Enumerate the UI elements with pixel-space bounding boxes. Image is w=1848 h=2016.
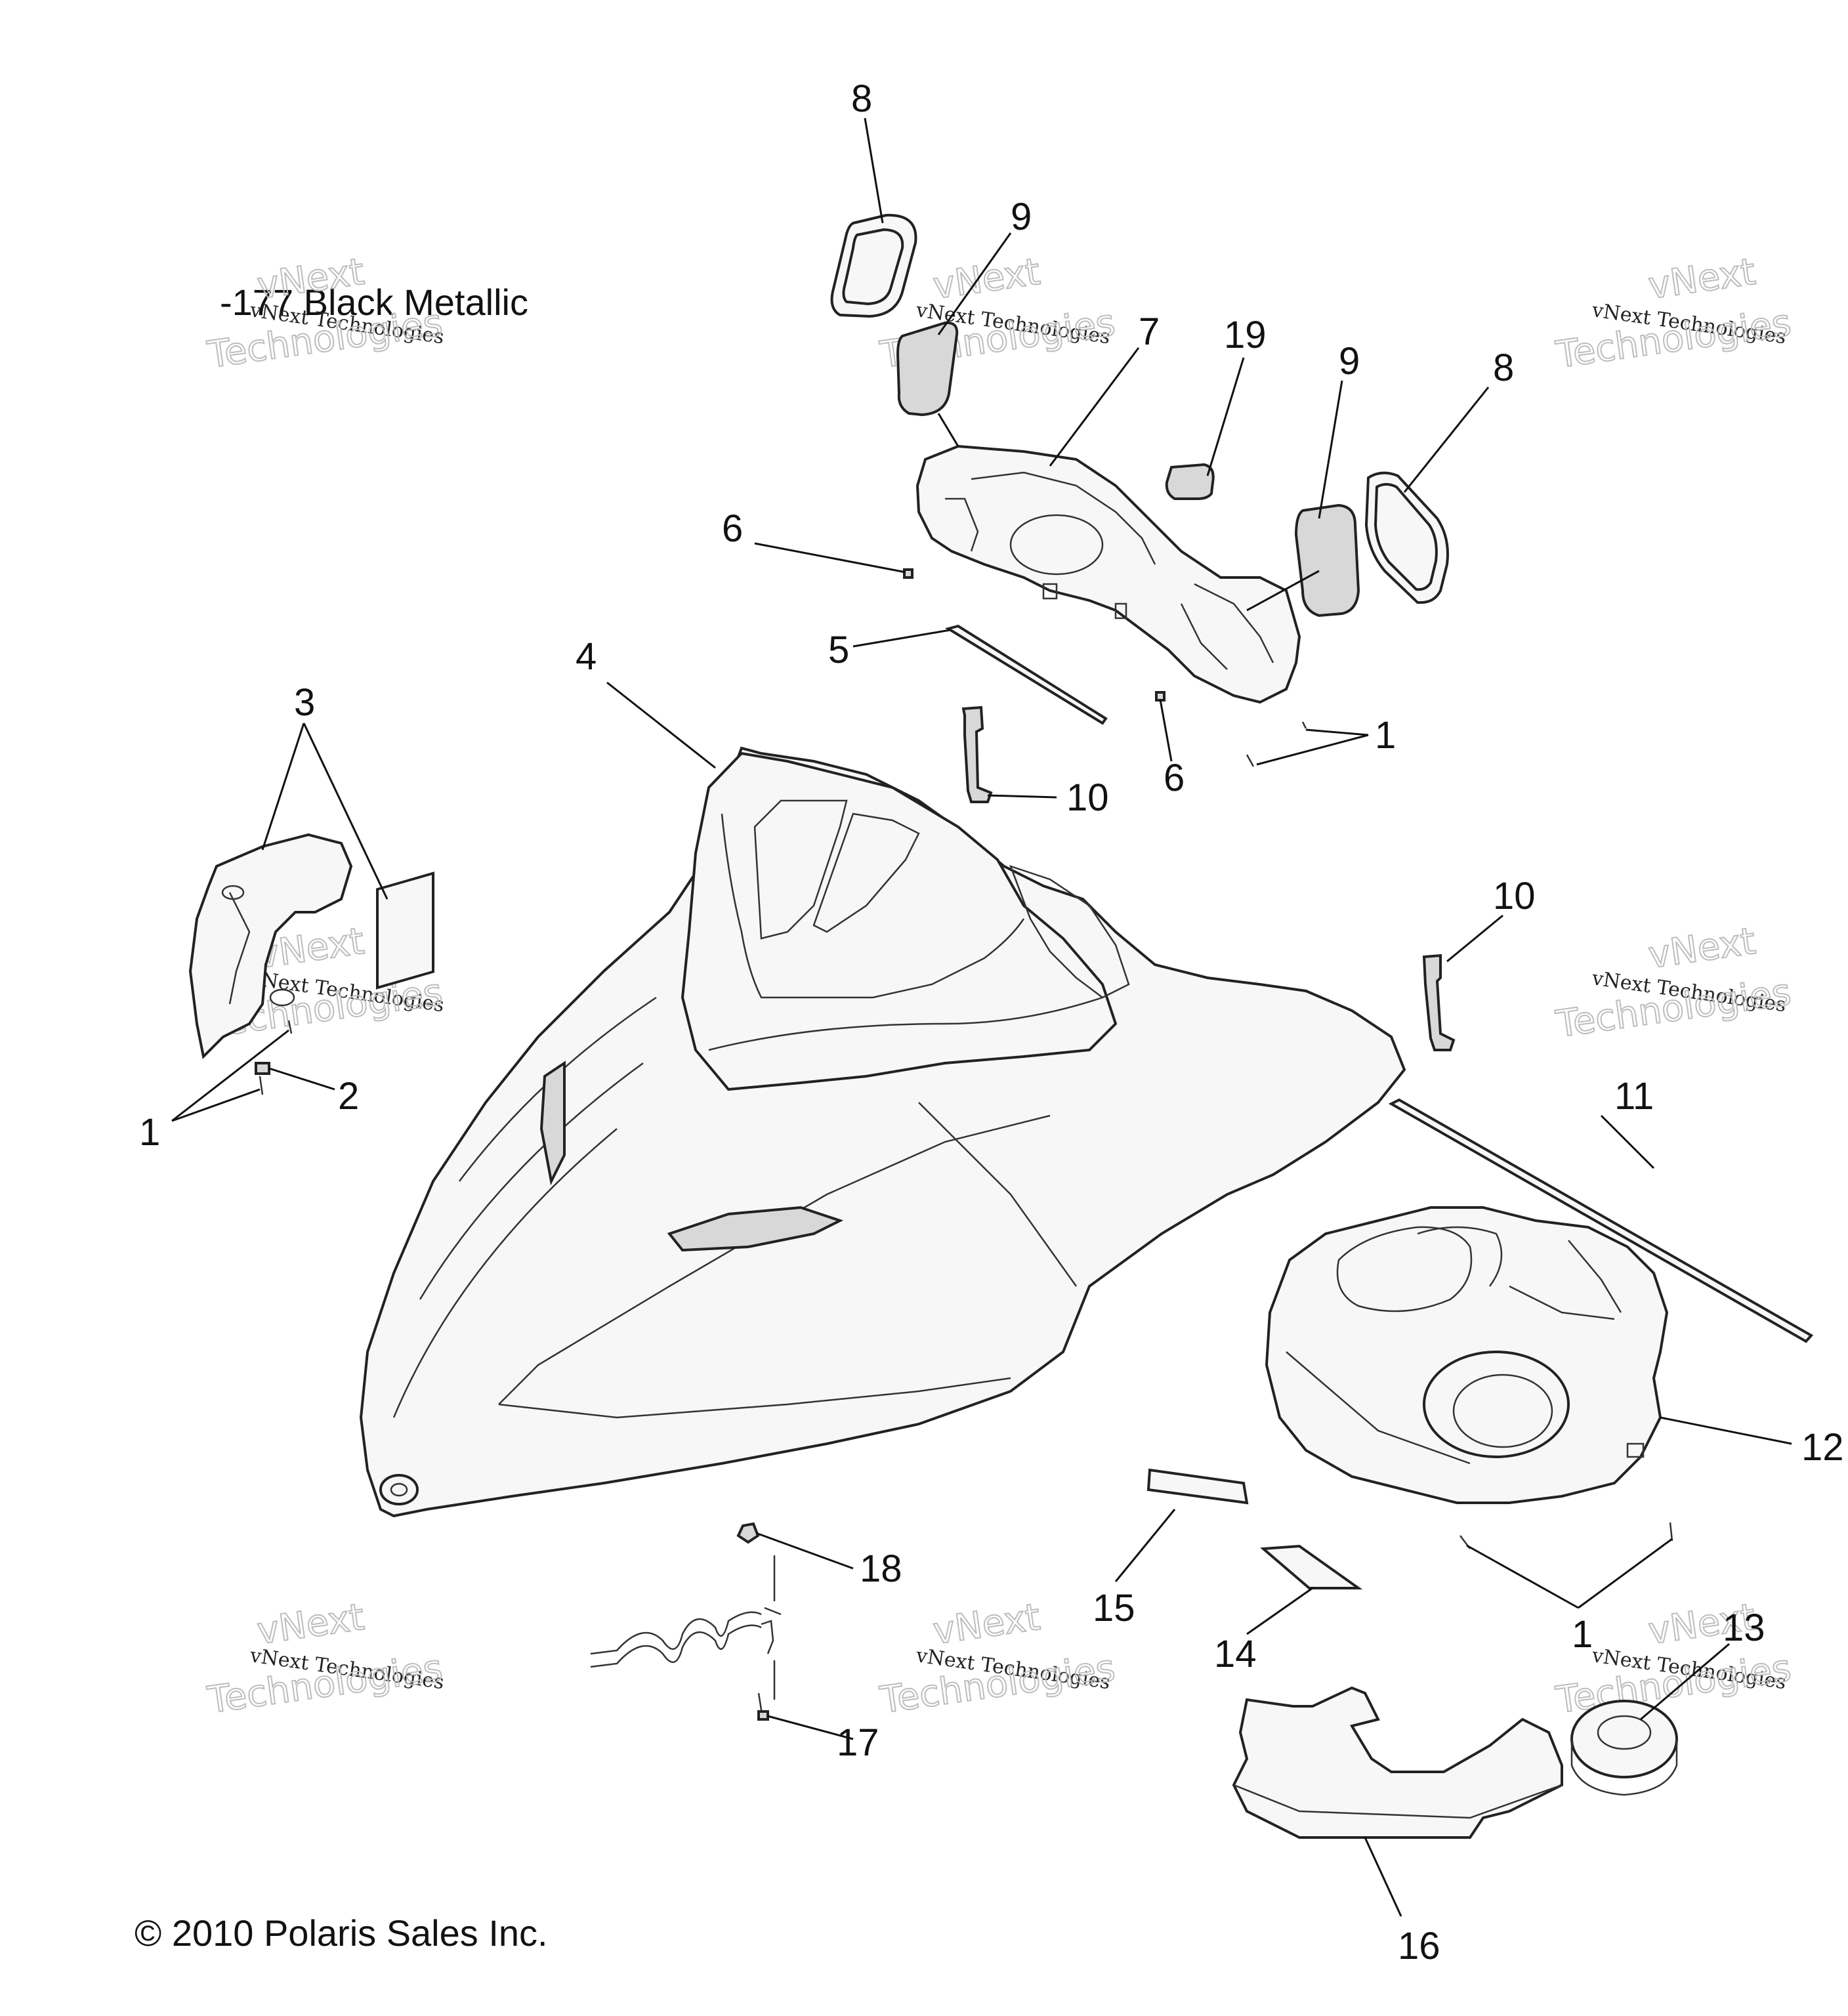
callout-1-dash: 1 xyxy=(1375,714,1396,757)
callout-3: 3 xyxy=(294,681,315,724)
callout-13: 13 xyxy=(1723,1606,1765,1649)
callout-14: 14 xyxy=(1214,1633,1257,1675)
watermark-7: vNext vNext Technologies Technologies xyxy=(204,1595,446,1723)
callout-4: 4 xyxy=(576,635,597,678)
part-9-lens-left xyxy=(896,321,959,417)
callout-10-upper: 10 xyxy=(1066,776,1109,819)
part-1-screw-console xyxy=(1460,1522,1673,1549)
callout-6-lower: 6 xyxy=(1164,757,1185,799)
part-17-screw xyxy=(757,1692,769,1721)
callout-5: 5 xyxy=(828,629,849,671)
part-1-screw-left xyxy=(259,1020,293,1095)
watermark-3: vNext vNext Technologies Technologies xyxy=(1553,250,1794,377)
callout-8-right: 8 xyxy=(1493,346,1514,389)
watermark-2: vNext vNext Technologies Technologies xyxy=(877,250,1118,377)
callout-7: 7 xyxy=(1139,310,1160,353)
copyright-notice: © 2010 Polaris Sales Inc. xyxy=(135,1912,548,1954)
callout-16: 16 xyxy=(1398,1925,1440,1967)
svg-text:vNext: vNext xyxy=(1646,251,1758,308)
callout-9-right: 9 xyxy=(1339,340,1360,383)
wire-harness xyxy=(590,1555,782,1700)
part-6-fastener-a xyxy=(903,568,914,579)
color-note: -177 Black Metallic xyxy=(220,282,528,323)
svg-text:vNext: vNext xyxy=(931,251,1043,308)
part-10-clip-right xyxy=(1422,954,1456,1051)
leader-lines xyxy=(171,117,1792,1917)
callout-15: 15 xyxy=(1093,1587,1135,1629)
part-4-hood-panel xyxy=(359,746,1406,1518)
part-8-bezel-left xyxy=(830,213,917,318)
callout-1-console: 1 xyxy=(1572,1613,1593,1656)
callout-11: 11 xyxy=(1614,1075,1654,1118)
callout-8-top: 8 xyxy=(851,77,872,120)
callout-9-left: 9 xyxy=(1011,196,1032,238)
callout-6-left: 6 xyxy=(722,507,743,550)
part-16-liner xyxy=(1232,1686,1563,1839)
part-15-decal xyxy=(1146,1468,1249,1505)
callout-12: 12 xyxy=(1801,1426,1844,1469)
callout-19: 19 xyxy=(1224,314,1267,356)
svg-text:vNext: vNext xyxy=(931,1596,1043,1653)
callout-10-right: 10 xyxy=(1493,875,1536,917)
callout-17: 17 xyxy=(837,1721,879,1764)
callout-18: 18 xyxy=(860,1547,902,1590)
part-14-decal xyxy=(1260,1544,1363,1589)
part-8-bezel-right xyxy=(1364,471,1449,604)
part-7-headlight-housing xyxy=(915,444,1301,704)
part-6-fastener-b xyxy=(1155,691,1166,702)
callout-2: 2 xyxy=(338,1075,359,1118)
callout-1-left: 1 xyxy=(139,1111,160,1154)
part-10-clip-upper xyxy=(961,705,993,803)
svg-text:vNext: vNext xyxy=(1646,920,1758,977)
part-3-side-panel xyxy=(188,833,434,1060)
part-5-trim-strip xyxy=(944,624,1108,725)
part-1-screw-dash xyxy=(1246,721,1307,767)
part-13-grommet xyxy=(1570,1700,1678,1796)
part-12-console xyxy=(1265,1206,1669,1504)
part-2-nut xyxy=(255,1062,270,1075)
part-9-lens-right xyxy=(1294,503,1360,618)
part-19-cap xyxy=(1165,463,1215,500)
callout-labels: 8 9 7 19 9 8 6 5 4 6 1 10 3 10 2 1 11 12… xyxy=(139,77,1844,1967)
watermark-8: vNext vNext Technologies Technologies xyxy=(877,1595,1118,1723)
watermark-6: vNext vNext Technologies Technologies xyxy=(1553,919,1794,1047)
part-18-nut xyxy=(736,1522,760,1544)
part-11-trim-strip xyxy=(1388,1098,1814,1343)
svg-text:vNext: vNext xyxy=(255,1596,367,1653)
